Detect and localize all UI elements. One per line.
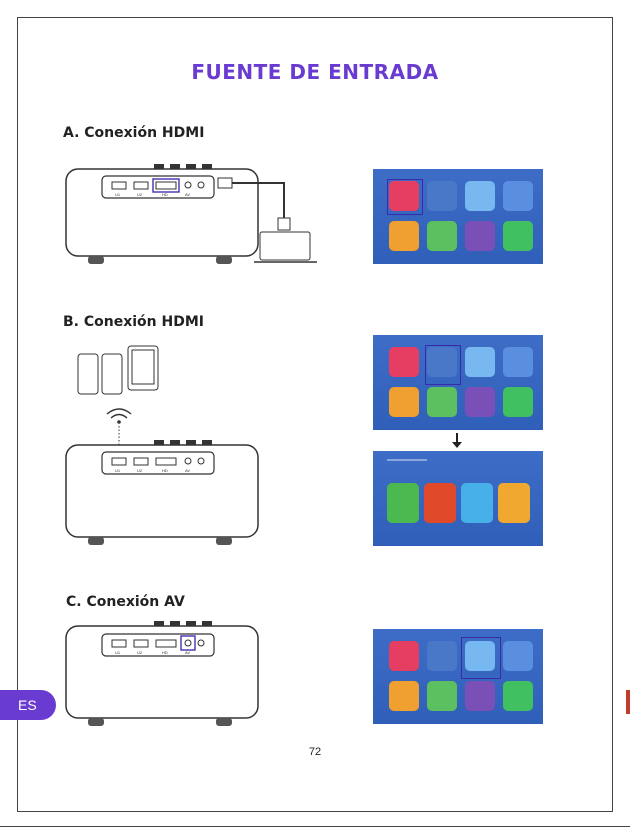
music-icon[interactable] — [427, 387, 457, 417]
section-a-heading: A. Conexión HDMI — [63, 125, 204, 141]
video-icon[interactable] — [503, 681, 533, 711]
port-label-av: AV — [185, 468, 190, 473]
settings-sun-icon[interactable] — [465, 181, 495, 211]
port-label-av: AV — [185, 650, 190, 655]
language-tab: ES — [0, 690, 56, 720]
wifi-icon — [107, 409, 131, 424]
selection-highlight — [425, 345, 461, 385]
port-label-u1: U1 — [115, 650, 121, 655]
ios-mirror-icon[interactable] — [424, 483, 456, 523]
selection-highlight — [461, 637, 501, 679]
section-b-heading: B. Conexión HDMI — [63, 314, 204, 330]
port-label-u1: U1 — [115, 468, 121, 473]
selection-highlight — [387, 179, 423, 215]
port-label-hd: HD — [162, 192, 168, 197]
miracast-icon[interactable] — [461, 483, 493, 523]
video-icon[interactable] — [503, 221, 533, 251]
gear-icon[interactable] — [503, 181, 533, 211]
projector-hdmi-diagram: U1 U2 HD AV — [62, 158, 322, 270]
android-mirror-icon[interactable] — [387, 483, 419, 523]
video-icon[interactable] — [503, 387, 533, 417]
section-c-heading: C. Conexión AV — [66, 594, 185, 610]
dlna-icon[interactable] — [498, 483, 530, 523]
input-source-icon[interactable] — [389, 641, 419, 671]
port-label-u2: U2 — [137, 650, 143, 655]
bottom-rule — [0, 826, 630, 827]
settings-sun-icon[interactable] — [465, 347, 495, 377]
page-title: FUENTE DE ENTRADA — [0, 60, 630, 84]
gear-icon[interactable] — [503, 641, 533, 671]
wireless-mirroring-diagram: U1 U2 HD AV — [62, 342, 262, 552]
port-label-u1: U1 — [115, 192, 121, 197]
menu-screen-c — [373, 629, 543, 724]
port-label-u2: U2 — [137, 192, 143, 197]
menu-screen-a — [373, 169, 543, 264]
game-icon[interactable] — [389, 221, 419, 251]
phone-icon — [102, 354, 122, 394]
photo-icon[interactable] — [465, 221, 495, 251]
arrow-down-icon — [451, 433, 463, 449]
projector-av-diagram: U1 U2 HD AV — [62, 620, 262, 732]
mirror-screen — [373, 451, 543, 546]
edge-marker — [626, 690, 630, 714]
gear-icon[interactable] — [503, 347, 533, 377]
photo-icon[interactable] — [465, 681, 495, 711]
music-icon[interactable] — [427, 681, 457, 711]
port-label-u2: U2 — [137, 468, 143, 473]
input-source-icon[interactable] — [389, 347, 419, 377]
game-icon[interactable] — [389, 387, 419, 417]
screen-mirror-icon[interactable] — [427, 181, 457, 211]
port-label-av: AV — [185, 192, 190, 197]
music-icon[interactable] — [427, 221, 457, 251]
game-icon[interactable] — [389, 681, 419, 711]
phone-icon — [78, 354, 98, 394]
page-number: 72 — [0, 746, 630, 758]
menu-screen-b — [373, 335, 543, 430]
screen-mirror-icon[interactable] — [427, 641, 457, 671]
photo-icon[interactable] — [465, 387, 495, 417]
port-label-hd: HD — [162, 468, 168, 473]
port-label-hd: HD — [162, 650, 168, 655]
